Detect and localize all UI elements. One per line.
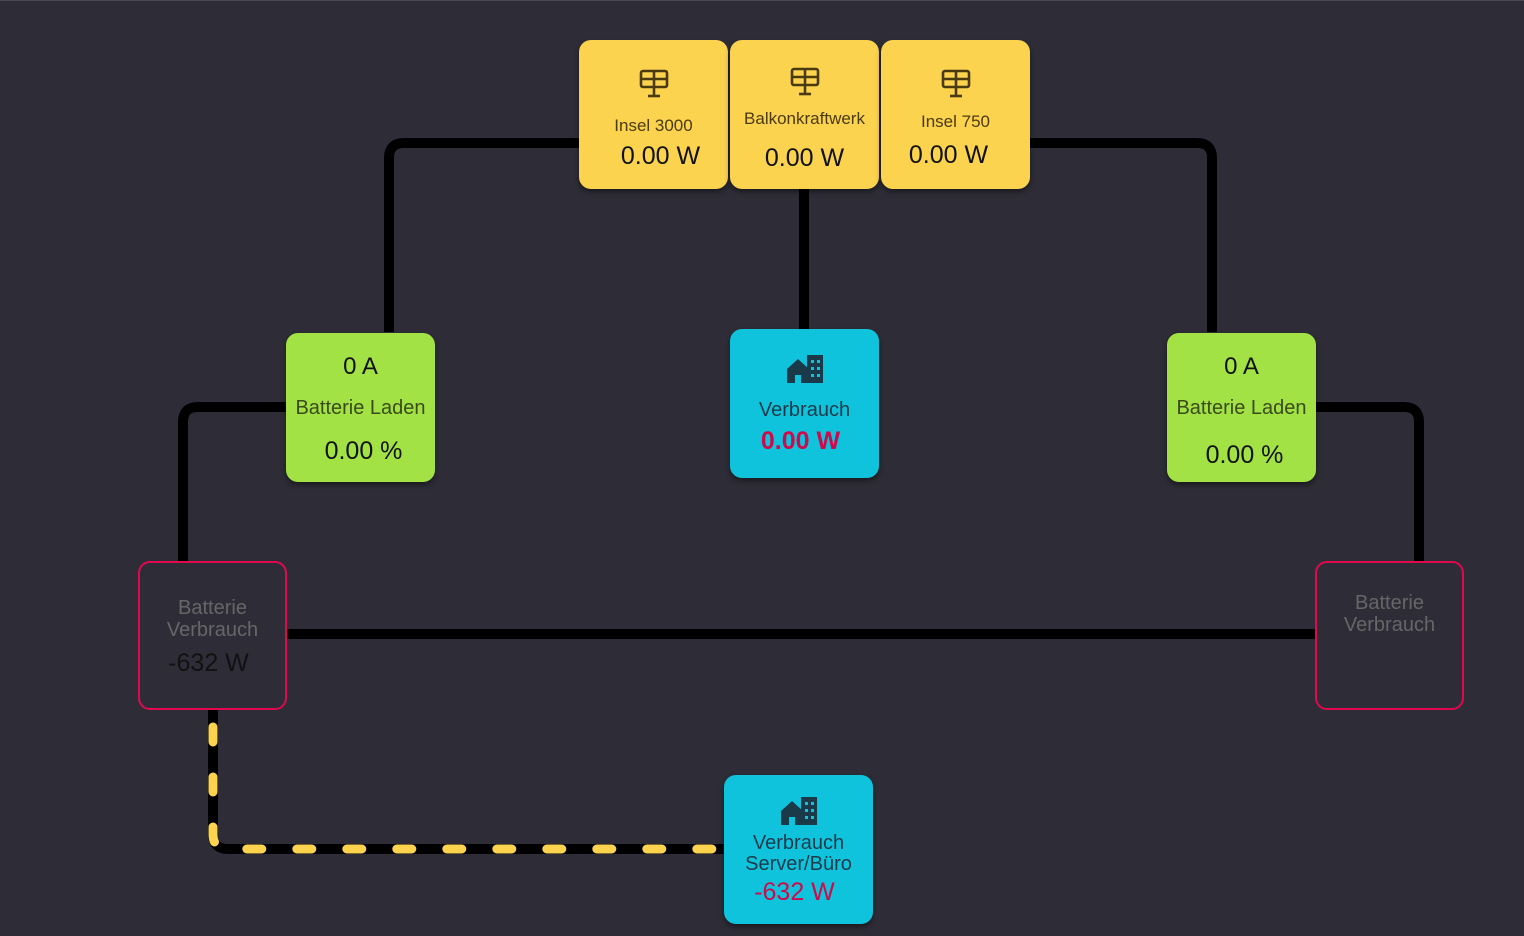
- window-top-border: [0, 0, 1524, 1]
- battery-use-label-line2: Verbrauch: [1343, 614, 1436, 636]
- battery-charge-card-left[interactable]: 0 A Batterie Laden 0.00 %: [286, 333, 435, 482]
- solar-card-insel-3000[interactable]: Insel 3000 0.00 W: [579, 40, 728, 189]
- line-battery-left-to-use: [178, 402, 286, 562]
- consumption-card[interactable]: Verbrauch 0.00 W: [730, 329, 879, 478]
- line-use-left-to-server: [208, 708, 725, 854]
- line-battery-right-to-use: [1315, 402, 1424, 562]
- battery-charge-card-right[interactable]: 0 A Batterie Laden 0.00 %: [1167, 333, 1316, 482]
- battery-current: 0 A: [1224, 353, 1259, 380]
- battery-use-value: -632 W: [168, 649, 249, 677]
- line-solar-to-battery-left: [384, 138, 580, 332]
- battery-percent: 0.00 %: [1205, 441, 1284, 469]
- line-solar-to-battery-right: [1028, 138, 1217, 332]
- solar-card-balkonkraftwerk[interactable]: Balkonkraftwerk 0.00 W: [730, 40, 879, 189]
- source-value: 0.00 W: [764, 144, 845, 172]
- solar-panel-icon: [941, 69, 970, 98]
- source-label: Insel 750: [921, 112, 990, 131]
- battery-current: 0 A: [343, 353, 378, 380]
- home-building-icon: [786, 355, 823, 383]
- solar-card-insel-750[interactable]: Insel 750 0.00 W: [881, 40, 1030, 189]
- home-building-icon: [780, 797, 817, 825]
- solar-panel-icon: [790, 67, 819, 96]
- battery-use-label-line1: Batterie: [178, 597, 247, 619]
- consumption-value: 0.00 W: [760, 427, 841, 455]
- server-value: -632 W: [754, 878, 835, 906]
- power-flow-dashes: [208, 722, 730, 854]
- solar-panel-icon: [639, 69, 668, 98]
- consumption-label: Verbrauch: [758, 399, 851, 421]
- server-label-line2: Server/Büro: [745, 853, 852, 875]
- server-consumption-card[interactable]: Verbrauch Server/Büro -632 W: [724, 775, 873, 924]
- source-label: Insel 3000: [614, 116, 693, 135]
- battery-label: Batterie Laden: [1176, 397, 1307, 419]
- source-value: 0.00 W: [908, 141, 989, 169]
- source-label: Balkonkraftwerk: [744, 109, 865, 128]
- battery-use-label-line2: Verbrauch: [166, 619, 259, 641]
- battery-use-label-line1: Batterie: [1355, 592, 1424, 614]
- battery-use-card-left[interactable]: Batterie Verbrauch -632 W: [138, 561, 287, 710]
- battery-use-card-right[interactable]: Batterie Verbrauch: [1315, 561, 1464, 710]
- battery-percent: 0.00 %: [324, 437, 403, 465]
- server-label-line1: Verbrauch: [752, 832, 845, 854]
- battery-label: Batterie Laden: [295, 397, 426, 419]
- source-value: 0.00 W: [620, 142, 701, 170]
